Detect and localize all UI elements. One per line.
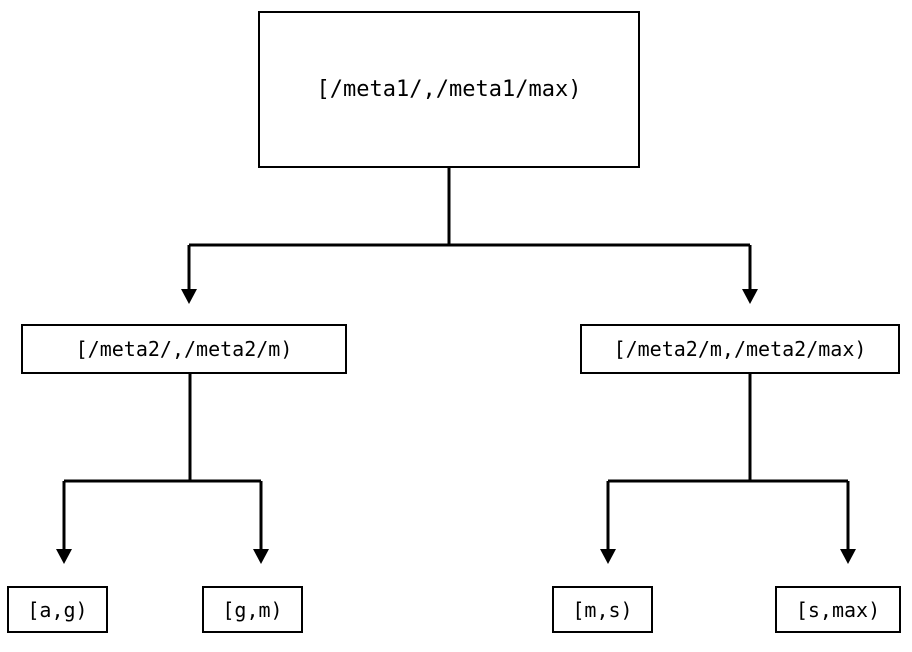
tree-node-root[interactable]: [/meta1/,/meta1/max) <box>258 11 640 168</box>
tree-node-root-label: [/meta1/,/meta1/max) <box>316 76 582 102</box>
arrowhead-leaf-4 <box>840 549 856 564</box>
arrowhead-leaf-2 <box>253 549 269 564</box>
tree-node-leaf-3[interactable]: [m,s) <box>552 586 653 633</box>
tree-node-leaf-4[interactable]: [s,max) <box>775 586 901 633</box>
arrowhead-leaf-1 <box>56 549 72 564</box>
tree-node-leaf-2[interactable]: [g,m) <box>202 586 303 633</box>
tree-node-leaf-3-label: [m,s) <box>572 597 633 622</box>
tree-node-leaf-1-label: [a,g) <box>27 597 88 622</box>
arrowhead-mid-right <box>742 289 758 304</box>
tree-node-leaf-4-label: [s,max) <box>795 597 881 622</box>
tree-node-mid-right-label: [/meta2/m,/meta2/max) <box>613 337 867 361</box>
tree-node-leaf-1[interactable]: [a,g) <box>7 586 108 633</box>
tree-node-mid-left[interactable]: [/meta2/,/meta2/m) <box>21 324 347 374</box>
arrowhead-leaf-3 <box>600 549 616 564</box>
tree-node-mid-right[interactable]: [/meta2/m,/meta2/max) <box>580 324 900 374</box>
tree-node-leaf-2-label: [g,m) <box>222 597 283 622</box>
arrowhead-mid-left <box>181 289 197 304</box>
tree-node-mid-left-label: [/meta2/,/meta2/m) <box>75 337 293 361</box>
